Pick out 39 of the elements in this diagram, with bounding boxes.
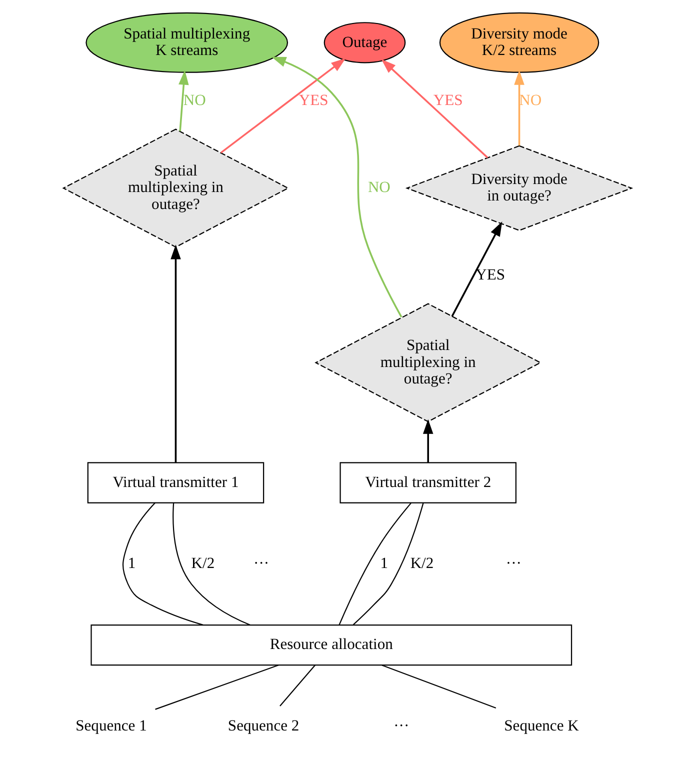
node-text: Sequence 1: [76, 717, 147, 734]
connector: [122, 502, 204, 626]
edge-label: 1: [128, 555, 136, 572]
label: ···: [394, 717, 410, 734]
edge-label: YES: [298, 92, 328, 109]
label: ···: [506, 555, 522, 572]
edge-label: K/2: [191, 555, 215, 572]
arrow: [514, 70, 524, 146]
connector: [172, 502, 250, 626]
arrow: [381, 59, 488, 158]
node-ellipse: Diversity mode K/2 streams: [439, 12, 600, 73]
node-box: Virtual transmitter 1: [87, 462, 264, 504]
node-text: Sequence K: [504, 717, 579, 734]
node-diamond: Spatial multiplexing in outage?: [62, 128, 290, 248]
node-box: Resource allocation: [90, 624, 572, 666]
arrow: [422, 419, 434, 463]
edge-label: NO: [183, 92, 206, 109]
arrow: [451, 222, 502, 317]
node-diamond: Diversity mode in outage?: [405, 145, 634, 231]
arrow: [170, 244, 181, 462]
edge-label: NO: [368, 179, 390, 196]
connector: [353, 502, 424, 626]
edge-label: YES: [433, 92, 463, 109]
connector: [338, 502, 412, 626]
node-text: Sequence 2: [228, 717, 300, 734]
edge-label: K/2: [410, 555, 434, 572]
arrow: [178, 70, 189, 132]
connector: [155, 664, 279, 710]
edge-label: YES: [476, 266, 506, 284]
label: ···: [254, 555, 270, 572]
node-diamond: Spatial multiplexing in outage?: [314, 303, 542, 422]
edge-label: NO: [519, 92, 542, 109]
arrow: [220, 58, 346, 154]
connector: [280, 664, 316, 706]
node-box: Virtual transmitter 2: [340, 462, 516, 504]
arrow: [271, 56, 402, 318]
connector: [382, 664, 496, 708]
edge-label: 1: [380, 555, 388, 572]
node-ellipse: Outage: [324, 22, 406, 64]
